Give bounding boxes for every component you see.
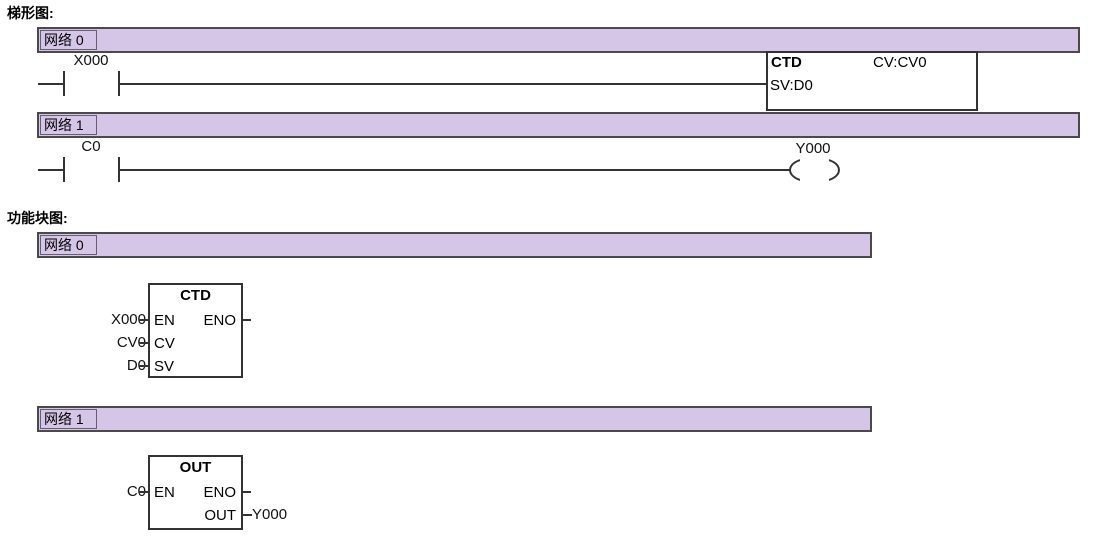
fbd-ctd-pin-sv: SV bbox=[154, 358, 175, 375]
fbd-network0-header: 网络 0 bbox=[37, 232, 872, 258]
fbd-ctd-pin-en: EN bbox=[154, 312, 175, 329]
contact-x000-bar-right bbox=[118, 71, 120, 96]
rung1-wire-main bbox=[120, 169, 791, 171]
ladder-ctd-cv-param: CV:CV0 bbox=[873, 54, 927, 71]
fbd-ctd-block: CTD EN ENO CV SV bbox=[148, 283, 243, 378]
fbd-ctd-en-net: X000 bbox=[110, 311, 146, 328]
fbd-out-out-net: Y000 bbox=[252, 506, 288, 523]
coil-y000-label: Y000 bbox=[795, 140, 831, 157]
ladder-network1-label: 网络 1 bbox=[40, 115, 97, 135]
ladder-ctd-block: CTD CV:CV0 SV:D0 bbox=[766, 51, 978, 111]
rung1-wire-left bbox=[38, 169, 63, 171]
fbd-ctd-pin-cv: CV bbox=[154, 335, 175, 352]
fbd-out-pin-eno: ENO bbox=[203, 484, 236, 501]
rung0-wire-left bbox=[38, 83, 63, 85]
contact-c0-bar-right bbox=[118, 157, 120, 182]
rung0-wire-main bbox=[120, 83, 767, 85]
ladder-ctd-title: CTD bbox=[771, 54, 802, 71]
fbd-section-title: 功能块图: bbox=[7, 210, 68, 226]
fbd-out-pin-out: OUT bbox=[204, 507, 236, 524]
fbd-out-en-net: C0 bbox=[126, 483, 146, 500]
fbd-ctd-title: CTD bbox=[180, 287, 211, 304]
ladder-section-title: 梯形图: bbox=[7, 5, 54, 21]
fbd-ctd-sv-net: D0 bbox=[126, 357, 146, 374]
contact-x000-bar-left bbox=[63, 71, 65, 96]
fbd-ctd-cv-net: CV0 bbox=[116, 334, 146, 351]
fbd-out-en-tick bbox=[139, 491, 150, 493]
contact-c0-bar-left bbox=[63, 157, 65, 182]
contact-x000-label: X000 bbox=[73, 52, 109, 69]
fbd-out-out-tick bbox=[241, 514, 252, 516]
fbd-ctd-pin-eno: ENO bbox=[203, 312, 236, 329]
fbd-network1-header: 网络 1 bbox=[37, 406, 872, 432]
fbd-ctd-cv-tick bbox=[139, 342, 150, 344]
fbd-ctd-eno-tick bbox=[241, 319, 251, 321]
coil-open-paren-icon bbox=[789, 158, 800, 182]
contact-c0-label: C0 bbox=[81, 138, 101, 155]
fbd-out-eno-tick bbox=[241, 491, 251, 493]
fbd-out-pin-en: EN bbox=[154, 484, 175, 501]
fbd-network0-label: 网络 0 bbox=[40, 235, 97, 255]
ladder-network0-header: 网络 0 bbox=[37, 27, 1080, 53]
ladder-ctd-sv-param: SV:D0 bbox=[770, 77, 813, 94]
fbd-out-block: OUT EN ENO OUT bbox=[148, 455, 243, 530]
fbd-network1-label: 网络 1 bbox=[40, 409, 97, 429]
fbd-ctd-en-tick bbox=[139, 319, 150, 321]
fbd-out-title: OUT bbox=[179, 459, 212, 476]
ladder-network0-label: 网络 0 bbox=[40, 30, 97, 50]
ladder-network1-header: 网络 1 bbox=[37, 112, 1080, 138]
fbd-ctd-sv-tick bbox=[139, 365, 150, 367]
coil-close-paren-icon bbox=[829, 158, 840, 182]
